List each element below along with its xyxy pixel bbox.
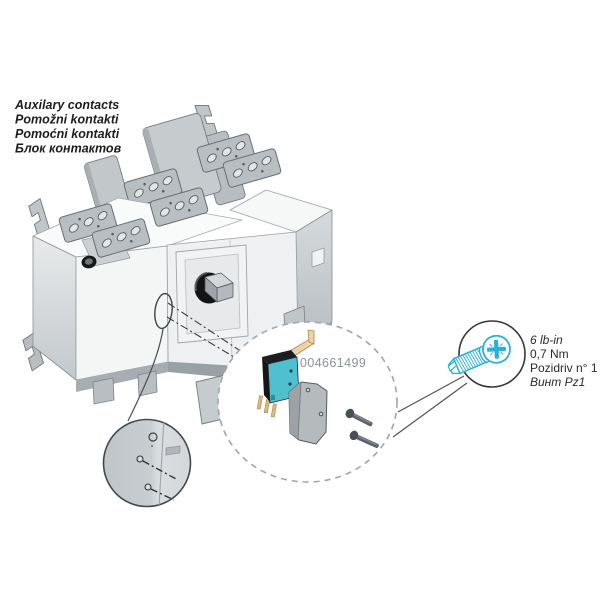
axis-line-2 — [166, 316, 235, 358]
parts-bubble: 004661499 — [217, 321, 398, 483]
detail-notch — [165, 445, 181, 456]
fixing-screw-2 — [349, 430, 379, 448]
microswitch-lever-tip — [307, 329, 315, 345]
foot-tab-1 — [92, 377, 115, 405]
heading-line-hr: Pomoćni kontakti — [15, 127, 120, 141]
side-vent-slot — [311, 247, 325, 268]
detail-hole-top — [148, 432, 158, 442]
axis-line-1 — [167, 302, 240, 351]
leader-lines — [127, 302, 468, 438]
heading-line-ru: Блок контактов — [15, 142, 122, 156]
fixing-screw-1 — [345, 408, 373, 427]
heading-text-block: Auxilary contacts Pomožni kontakti Pomoć… — [14, 98, 122, 156]
callout-ellipse — [154, 292, 173, 330]
torque-spec-text: 6 lb-in 0,7 Nm Pozidriv n° 1 Винт Pz1 — [530, 333, 598, 389]
microswitch-pin-3 — [270, 403, 277, 418]
screw-hole-1 — [136, 455, 144, 463]
rotary-handle-knob — [194, 271, 234, 304]
detail-circle-mounting-holes — [102, 418, 192, 508]
heading-line-en: Auxilary contacts — [14, 98, 119, 112]
leader-line-to-screw-bubble-1 — [397, 375, 465, 413]
heading-line-sl: Pomožni kontakti — [15, 113, 119, 127]
leader-line-to-detail-circle — [127, 328, 164, 422]
torque-spec-lb-in: 6 lb-in — [530, 333, 563, 347]
microswitch-top — [262, 350, 297, 364]
screw-hole-2 — [144, 483, 152, 491]
shaft-grommet — [81, 255, 97, 269]
part-number-label: 004661499 — [300, 356, 366, 370]
torque-spec-nm: 0,7 Nm — [530, 347, 569, 361]
microswitch-notch — [271, 395, 275, 400]
screw-detail-bubble — [447, 320, 526, 388]
microswitch-pin-2 — [263, 399, 270, 414]
torque-spec-pozidriv: Pozidriv n° 1 — [530, 361, 598, 375]
leader-line-to-screw-bubble-2 — [392, 382, 468, 438]
pozidriv-cross-icon — [486, 339, 506, 359]
microswitch-pin-1 — [256, 395, 263, 410]
rotary-handle-panel — [175, 244, 249, 344]
pozidriv-screw-art — [447, 334, 511, 375]
torque-spec-ru: Винт Pz1 — [530, 375, 585, 389]
foot-tab-2 — [137, 370, 158, 397]
bottom-shadow-mid — [168, 348, 298, 378]
cover-plate — [288, 381, 328, 445]
